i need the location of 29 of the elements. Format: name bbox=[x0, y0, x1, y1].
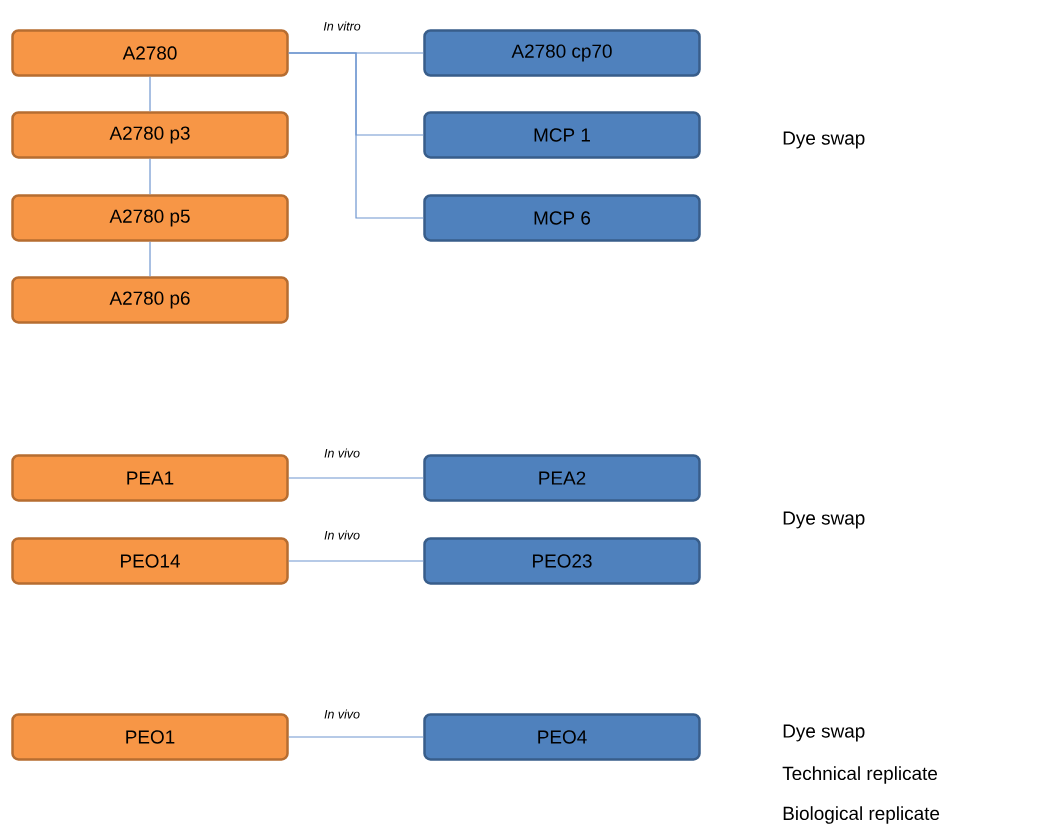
note-text: Dye swap bbox=[783, 131, 865, 149]
sample-box: A2780 p5 bbox=[11, 194, 289, 242]
connector-line bbox=[149, 241, 151, 277]
edge-label: In vitro bbox=[322, 20, 362, 32]
sample-box: PEO23 bbox=[423, 537, 701, 585]
sample-box: PEA1 bbox=[11, 454, 289, 502]
edge-label: In vivo bbox=[323, 447, 361, 459]
connector-line bbox=[288, 477, 424, 479]
note-text: Dye swap bbox=[783, 724, 865, 742]
edge-label: In vivo bbox=[323, 529, 361, 541]
note-text: Biological replicate bbox=[783, 806, 940, 824]
sample-box: PEA2 bbox=[423, 454, 701, 502]
sample-box: PEO4 bbox=[423, 713, 701, 761]
connector-line bbox=[288, 560, 424, 562]
edge-label: In vivo bbox=[323, 708, 361, 720]
sample-box: A2780 p6 bbox=[11, 276, 289, 324]
connector-line bbox=[149, 158, 151, 195]
sample-box: A2780 p3 bbox=[11, 111, 289, 159]
connector-line bbox=[288, 736, 424, 738]
connector-line bbox=[288, 52, 424, 219]
sample-box: PEO1 bbox=[11, 713, 289, 761]
note-text: Technical replicate bbox=[782, 766, 938, 784]
note-text: Dye swap bbox=[783, 511, 865, 529]
sample-box: MCP 1 bbox=[423, 111, 701, 159]
sample-box: A2780 cp70 bbox=[423, 29, 701, 77]
sample-box: A2780 bbox=[11, 29, 289, 77]
sample-box: MCP 6 bbox=[423, 194, 701, 242]
connector-line bbox=[149, 76, 151, 112]
sample-box: PEO14 bbox=[11, 537, 289, 585]
